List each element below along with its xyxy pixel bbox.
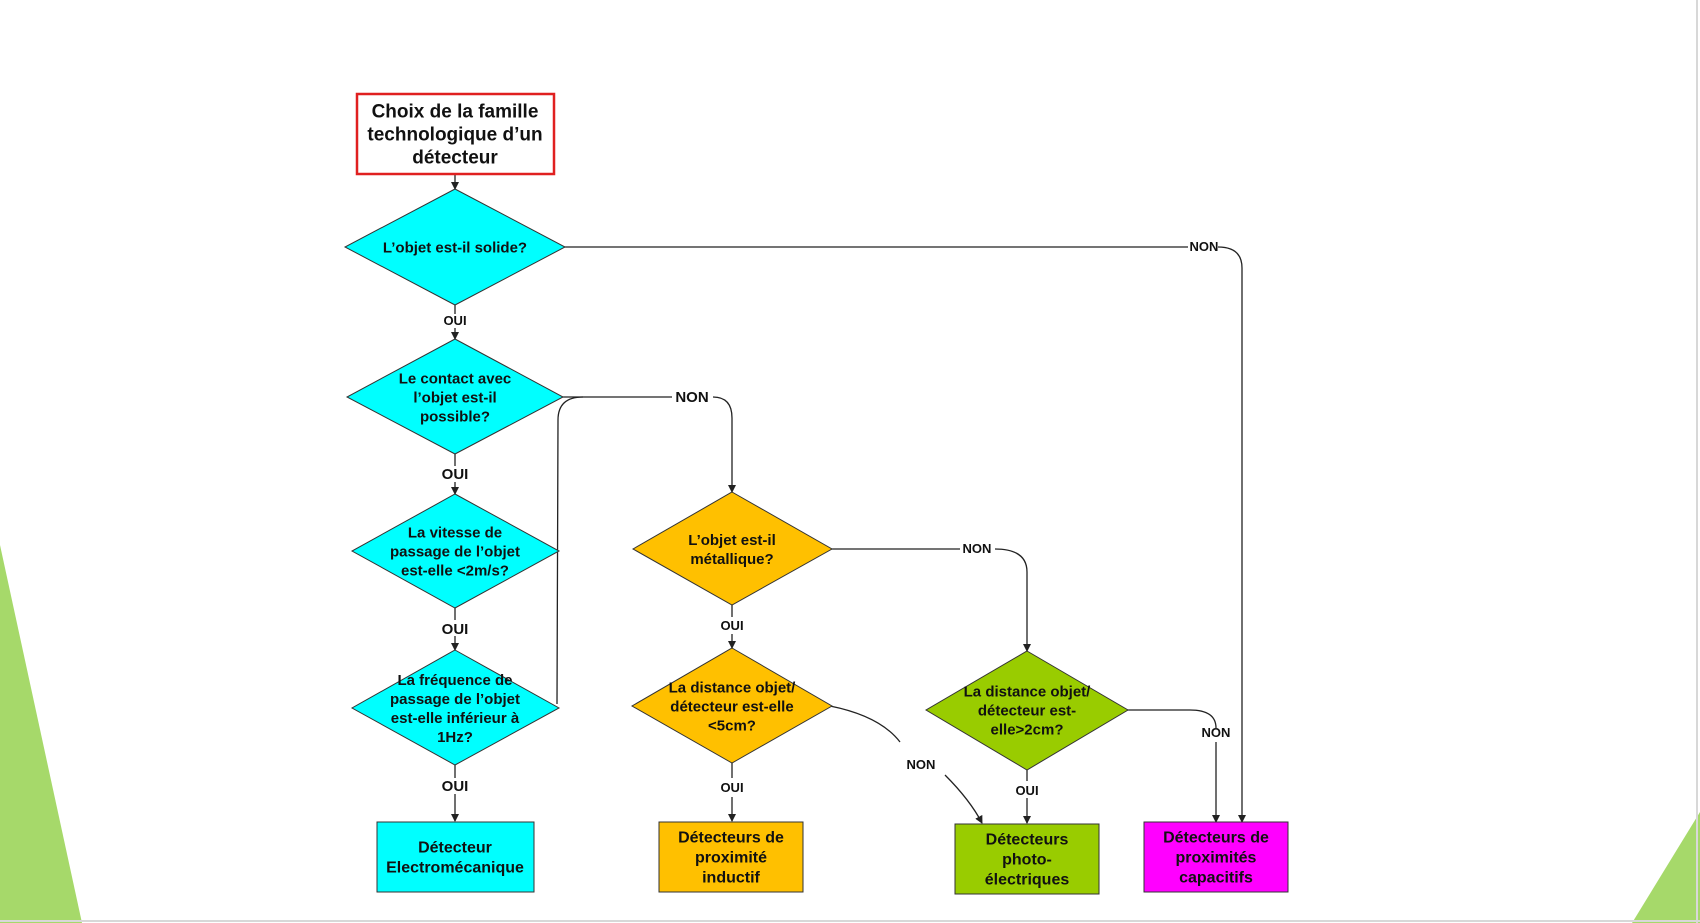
text-line: La distance objet/: [669, 679, 797, 696]
label-solid-yes: OUI: [443, 313, 466, 328]
decision-contact-text: Le contact avec l’objet est-il possible?: [399, 370, 512, 425]
edge-metallic-no-b: [994, 548, 1031, 652]
decision-dist2-text: La distance objet/détecteur est-elle>2cm…: [964, 683, 1092, 738]
decision-frequency-text: La fréquence de passage de l’objet est-ell…: [390, 672, 520, 746]
text-line: La vitesse de: [408, 524, 502, 541]
decision-dist5-text: La distance objet/détecteur est-elle <5cm…: [669, 679, 797, 734]
outcome-inductive-text: Détecteurs de proximité inductif: [678, 830, 784, 887]
decision-metallic-text: L’objet est-il métallique?: [688, 532, 776, 568]
decision-dist2: La distance objet/détecteur est-elle>2cm…: [925, 650, 1129, 771]
label-frequency-yes: OUI: [442, 778, 469, 795]
text-line: L’objet est-il solide?: [383, 239, 527, 256]
label-speed-yes: OUI: [442, 621, 469, 638]
text-line: Le contact avec: [399, 370, 512, 387]
decision-dist5-shape: [630, 647, 834, 764]
decision-metallic: L’objet est-il métallique?: [631, 491, 834, 606]
label-contact-yes: OUI: [442, 466, 469, 483]
text-line: Détecteur: [418, 840, 492, 857]
title-box-frame: [355, 92, 556, 176]
edge-dist2-no-a: [1126, 709, 1217, 729]
text-line: détecteur: [412, 148, 498, 169]
text-line: 1Hz?: [437, 729, 473, 746]
outcome-electromechanical-box: [376, 821, 535, 893]
decision-solid-text: L’objet est-il solide?: [383, 239, 527, 256]
decision-solid-shape: [343, 188, 567, 306]
outcome-photoelectric: Détecteurs photo-électriques: [954, 823, 1100, 895]
text-line: détecteur est-elle: [670, 698, 793, 715]
text-line: électriques: [985, 872, 1070, 889]
edge-frequency-no: [556, 396, 584, 705]
label-metallic-yes: OUI: [720, 618, 743, 633]
label-solid-no: NON: [1190, 239, 1219, 254]
outcome-photoelectric-text: Détecteurs photo-électriques: [985, 832, 1070, 889]
outcome-capacitive-box: [1143, 821, 1289, 893]
outcome-inductive: Détecteurs de proximité inductif: [658, 821, 804, 893]
label-dist2-no: NON: [1202, 725, 1231, 740]
decision-contact-shape: [345, 338, 565, 455]
text-line: Détecteurs: [986, 832, 1069, 849]
connectors: [451, 174, 1246, 824]
label-contact-no: NON: [675, 389, 708, 406]
text-line: La distance objet/: [964, 683, 1092, 700]
label-dist5-yes: OUI: [720, 780, 743, 795]
edge-dist5-no-a: [829, 705, 901, 743]
label-metallic-no: NON: [963, 541, 992, 556]
decision-dist5: La distance objet/détecteur est-elle <5cm…: [630, 647, 834, 764]
decision-speed: La vitesse de passage de l’objet est-elle …: [350, 493, 561, 609]
text-line: L’objet est-il: [688, 532, 776, 549]
decision-frequency: La fréquence de passage de l’objet est-ell…: [350, 649, 561, 766]
text-line: Détecteurs de: [1163, 830, 1269, 847]
edge-labels: OUI NON OUI NON OUI OUI NON OUI OUI NON …: [442, 239, 1231, 798]
decision-frequency-shape: [350, 649, 561, 766]
text-line: possible?: [420, 408, 490, 425]
decision-dist2-shape: [925, 650, 1129, 771]
text-line: Détecteurs de: [678, 830, 784, 847]
outcome-inductive-box: [658, 821, 804, 893]
text-line: elle>2cm?: [991, 721, 1064, 738]
outcome-photoelectric-box: [954, 823, 1100, 895]
text-line: technologique d’un: [367, 125, 542, 146]
edge-contact-no-b: [712, 396, 736, 493]
text-line: proximité: [695, 850, 767, 867]
text-line: La fréquence de: [397, 672, 512, 689]
edge-dist5-no-b: [944, 774, 983, 824]
text-line: proximités: [1176, 850, 1257, 867]
decision-speed-text: La vitesse de passage de l’objet est-elle …: [390, 524, 520, 579]
text-line: capacitifs: [1179, 870, 1253, 887]
text-line: Choix de la famille: [372, 102, 539, 123]
decision-metallic-shape: [631, 491, 834, 606]
label-dist5-no: NON: [907, 757, 936, 772]
text-line: détecteur est-: [978, 702, 1076, 719]
text-line: est-elle inférieur à: [391, 710, 520, 727]
text-line: passage de l’objet: [390, 543, 520, 560]
text-line: est-elle <2m/s?: [401, 562, 509, 579]
label-dist2-yes: OUI: [1015, 783, 1038, 798]
decision-speed-shape: [350, 493, 561, 609]
right-accent-triangle: [1632, 812, 1700, 923]
text-line: inductif: [702, 870, 760, 887]
text-line: <5cm?: [708, 717, 756, 734]
text-line: photo-: [1002, 852, 1052, 869]
outcome-capacitive-text: Détecteurs de proximités capacitifs: [1163, 830, 1269, 887]
text-line: l’objet est-il: [413, 389, 496, 406]
decision-contact: Le contact avec l’objet est-il possible?: [345, 338, 565, 455]
text-line: métallique?: [690, 551, 773, 568]
text-line: passage de l’objet: [390, 691, 520, 708]
outcome-capacitive: Détecteurs de proximités capacitifs: [1143, 821, 1289, 893]
decision-solid: L’objet est-il solide?: [343, 188, 567, 306]
edge-solid-no-b: [1217, 246, 1246, 823]
text-line: Electromécanique: [386, 860, 524, 877]
left-accent-triangle: [0, 545, 82, 923]
